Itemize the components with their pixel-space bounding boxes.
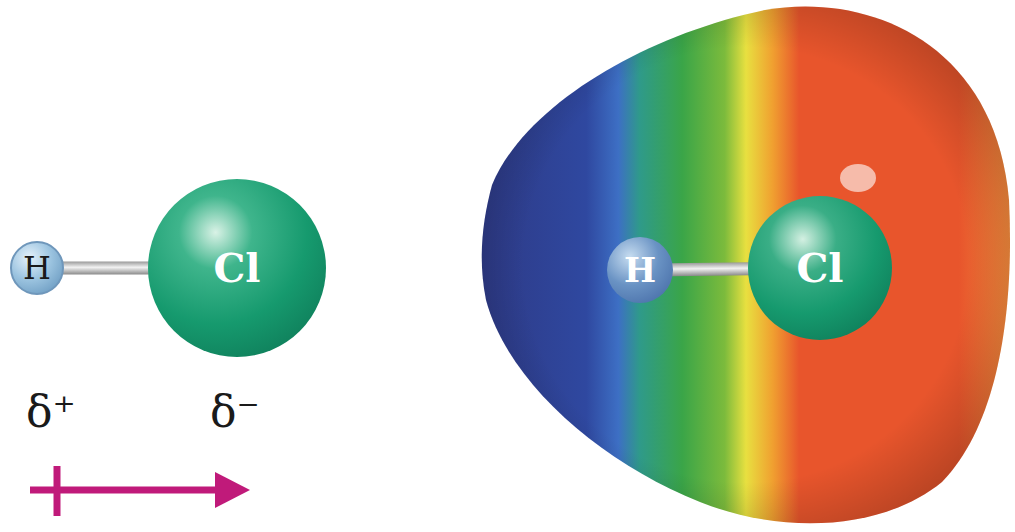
atom-symbol: H [23, 252, 51, 284]
dipole-arrow [30, 466, 250, 516]
atom-symbol: Cl [796, 248, 843, 288]
bond-stick [671, 262, 750, 276]
atom-sphere: Cl [748, 196, 892, 340]
atom-symbol: H [624, 253, 656, 287]
atom-sphere: H [607, 237, 673, 303]
partial-charge: δ⁺ [26, 390, 76, 434]
highlight [840, 164, 876, 192]
surface-shade [482, 6, 1010, 523]
atom-sphere: H [10, 241, 64, 295]
atom-symbol: Cl [213, 248, 260, 288]
atom-sphere: Cl [148, 179, 326, 357]
partial-charge: δ⁻ [210, 390, 260, 434]
bond-stick [62, 262, 150, 275]
potential-surface [482, 6, 1010, 523]
